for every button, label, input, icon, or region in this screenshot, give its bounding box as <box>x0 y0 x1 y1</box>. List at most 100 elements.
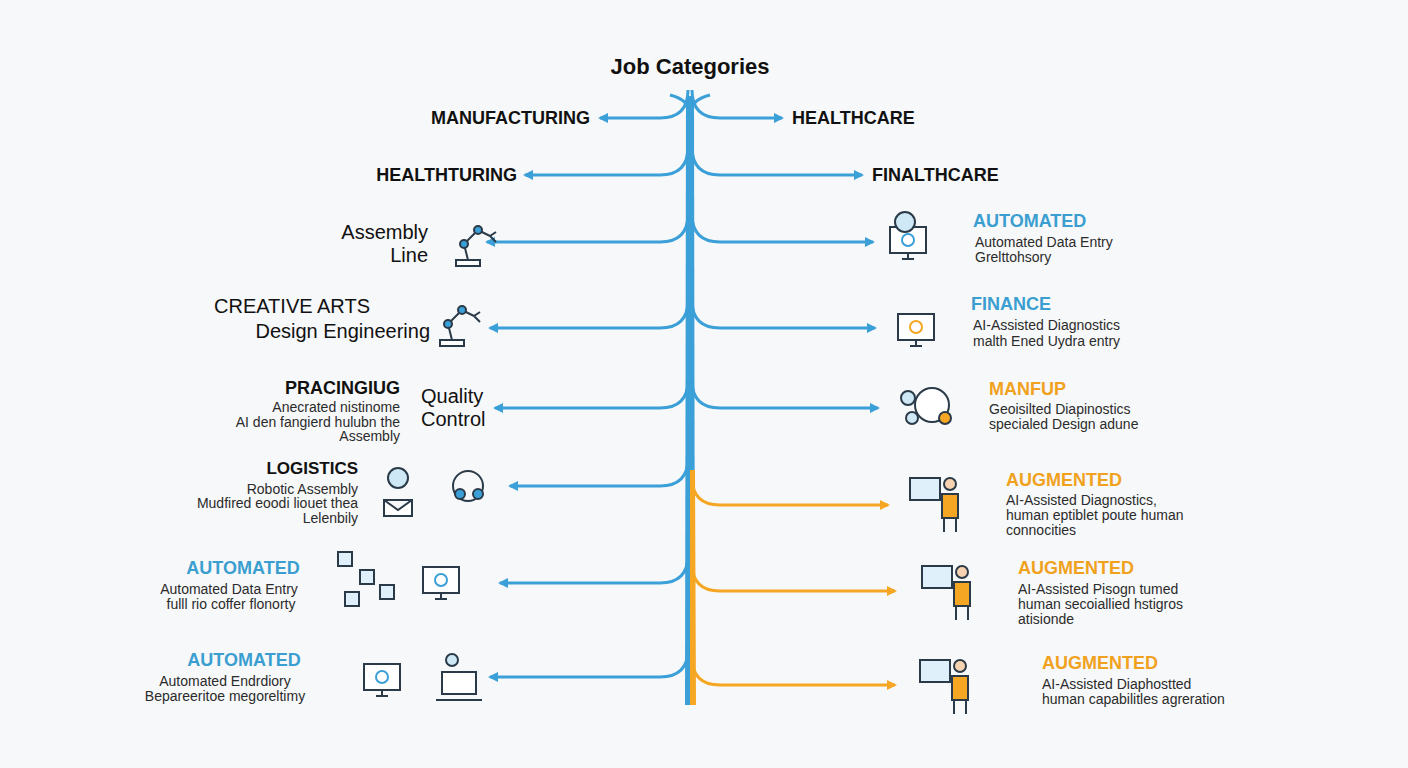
laptop-icon <box>436 654 482 700</box>
illustration-part <box>474 312 480 322</box>
diagram-title: Job Categories <box>611 54 770 79</box>
right-branch <box>692 477 888 505</box>
right-branch <box>692 147 862 175</box>
illustration-part <box>898 314 934 340</box>
category-note: Robotic Assembly <box>247 481 358 497</box>
left-branch <box>490 300 688 328</box>
left-branch <box>510 458 688 486</box>
logistics-icons <box>384 468 483 516</box>
category-heading: FINANCE <box>971 294 1051 315</box>
illustration-part <box>436 699 482 701</box>
illustration-part <box>910 478 940 500</box>
illustration-part <box>345 592 359 606</box>
category-note: Grelttohsory <box>975 249 1051 265</box>
category-heading: LOGISTICS <box>266 459 358 479</box>
illustration-part <box>376 671 388 683</box>
molecule-icon <box>901 388 951 424</box>
illustration-part <box>954 582 970 606</box>
trunk-fork <box>670 95 710 115</box>
category-heading: Quality Control <box>421 385 505 431</box>
category-note: atisionde <box>1018 611 1074 627</box>
category-note: Geoisilted Diapinostics <box>989 401 1131 417</box>
category-note: AI-Assisted Diagnostics, <box>1006 492 1157 508</box>
category-heading: AUTOMATED <box>186 558 299 579</box>
illustration-part <box>474 226 482 234</box>
right-branch <box>692 380 878 408</box>
illustration-part <box>942 494 958 518</box>
illustration-part <box>440 340 464 346</box>
person-icon <box>920 660 968 714</box>
category-note: Automated Data Entry <box>975 234 1113 250</box>
robot-arm-icon <box>440 306 480 346</box>
category-note: Lelenbily <box>303 510 358 526</box>
category-note: Automated Endrdiory <box>159 673 291 689</box>
illustration-part <box>338 552 352 566</box>
category-note: connocities <box>1006 522 1076 538</box>
illustration-part <box>380 585 394 599</box>
category-heading: Design Engineering <box>255 320 430 343</box>
illustration-part <box>944 478 956 490</box>
illustration-part <box>442 672 476 694</box>
illustration-part <box>360 570 374 584</box>
right-branch <box>692 90 782 118</box>
network-icon <box>338 552 394 606</box>
left-branch <box>500 555 688 583</box>
right-branch <box>692 563 895 591</box>
illustration-part <box>453 471 483 501</box>
illustration-part <box>910 321 922 333</box>
illustration-part <box>376 690 388 696</box>
category-note: human eptiblet poute human <box>1006 507 1183 523</box>
category-note: AI-Assisted Diaphostted <box>1042 676 1191 692</box>
left-branch <box>487 214 688 242</box>
category-note: AI den fangierd hulubn the <box>236 414 400 430</box>
category-heading: FINALTHCARE <box>872 165 999 186</box>
category-note: human capabilitles agreration <box>1042 691 1225 707</box>
illustration-part <box>910 340 922 346</box>
category-note: Mudfired eoodi liouet thea <box>197 495 358 511</box>
category-heading: AUTOMATED <box>187 650 300 671</box>
illustration-part <box>954 700 966 714</box>
illustration-part <box>901 391 915 405</box>
category-note: specialed Design adune <box>989 416 1138 432</box>
category-note: fulll rio coffer flonorty <box>167 596 296 612</box>
illustration-part <box>954 660 966 672</box>
category-note: human secoiallied hstigros <box>1018 596 1183 612</box>
illustration-part <box>435 593 447 599</box>
left-branch <box>525 147 688 175</box>
left-branch <box>600 90 688 118</box>
illustration-part <box>444 320 452 328</box>
illustration-part <box>473 489 483 499</box>
category-note: Assembly <box>339 428 400 444</box>
right-branch <box>692 214 873 242</box>
person-icon <box>910 478 958 532</box>
illustration-part <box>455 489 465 499</box>
category-heading: HEALTHTURING <box>376 165 517 186</box>
illustration-part <box>384 500 412 516</box>
illustration-part <box>460 240 468 248</box>
category-heading: Assembly Line <box>332 221 428 267</box>
illustration-part <box>902 253 914 259</box>
illustration-part <box>456 260 480 266</box>
illustration-part <box>944 518 956 532</box>
illustration-part <box>920 660 950 682</box>
category-note: AI-Assisted Diagnostics <box>973 317 1120 333</box>
illustration-part <box>364 664 400 690</box>
left-branch <box>490 649 688 677</box>
illustration-part <box>956 606 968 620</box>
illustration-part <box>956 566 968 578</box>
monitor-icon <box>364 664 400 696</box>
illustration-part <box>906 412 918 424</box>
illustration-part <box>423 567 459 593</box>
illustration-part <box>388 468 408 488</box>
globe-icon <box>895 212 915 232</box>
right-branch <box>692 657 895 685</box>
illustration-part <box>939 412 951 424</box>
category-heading: MANUFACTURING <box>431 108 590 129</box>
illustration-part <box>952 676 968 700</box>
illustration-part <box>435 574 447 586</box>
robot-arm-icon <box>456 226 496 266</box>
person-icon <box>922 566 970 620</box>
monitor-icon <box>423 567 459 599</box>
category-heading: AUGMENTED <box>1018 558 1134 579</box>
category-note: Anecrated nistinome <box>272 399 400 415</box>
